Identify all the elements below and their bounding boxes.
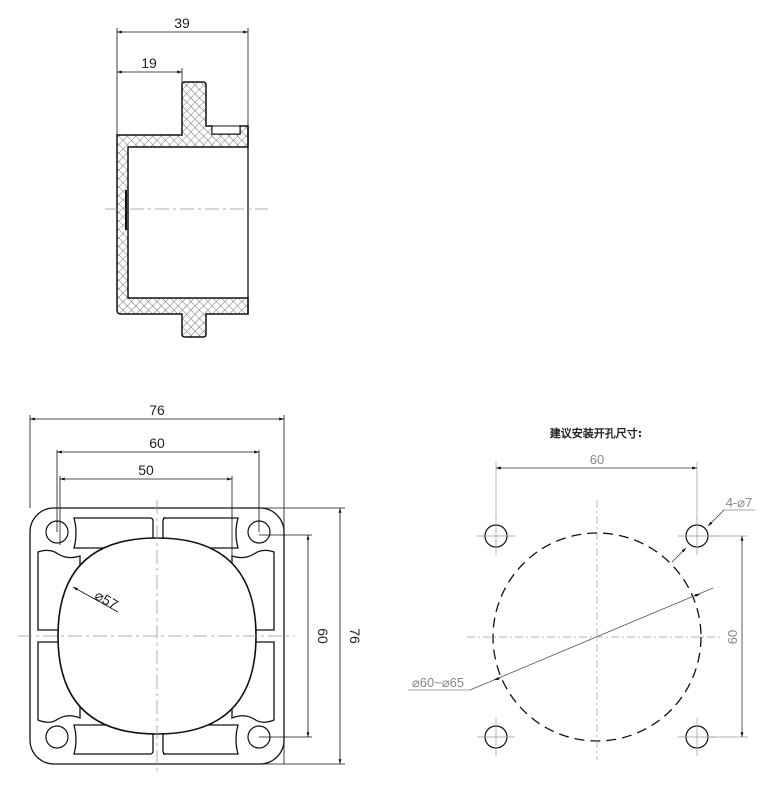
dim-height-76: 76 bbox=[347, 628, 363, 644]
section-profile bbox=[116, 81, 249, 338]
dim-depth-39: 39 bbox=[174, 15, 190, 31]
dim-width-76: 76 bbox=[149, 402, 165, 418]
cutout-title: 建议安装开孔尺寸: bbox=[550, 426, 642, 440]
dim-inner-50: 50 bbox=[138, 462, 154, 478]
cutout-dim-v-60: 60 bbox=[725, 630, 740, 644]
cutout-dim-h-60: 60 bbox=[590, 452, 604, 467]
cutout-dim-diameter: ⌀60~⌀65 bbox=[412, 675, 464, 690]
dim-vertical-60: 60 bbox=[315, 628, 331, 644]
dim-offset-19: 19 bbox=[141, 55, 157, 71]
cutout-dim-holes: 4-⌀7 bbox=[726, 495, 753, 510]
section-view: 39 19 bbox=[105, 15, 268, 338]
cutout-view: 建议安装开孔尺寸: 60 60 bbox=[408, 426, 755, 760]
front-view: 76 60 50 60 76 ⌀57 bbox=[18, 402, 363, 775]
dim-hole-spacing-60: 60 bbox=[149, 435, 165, 451]
